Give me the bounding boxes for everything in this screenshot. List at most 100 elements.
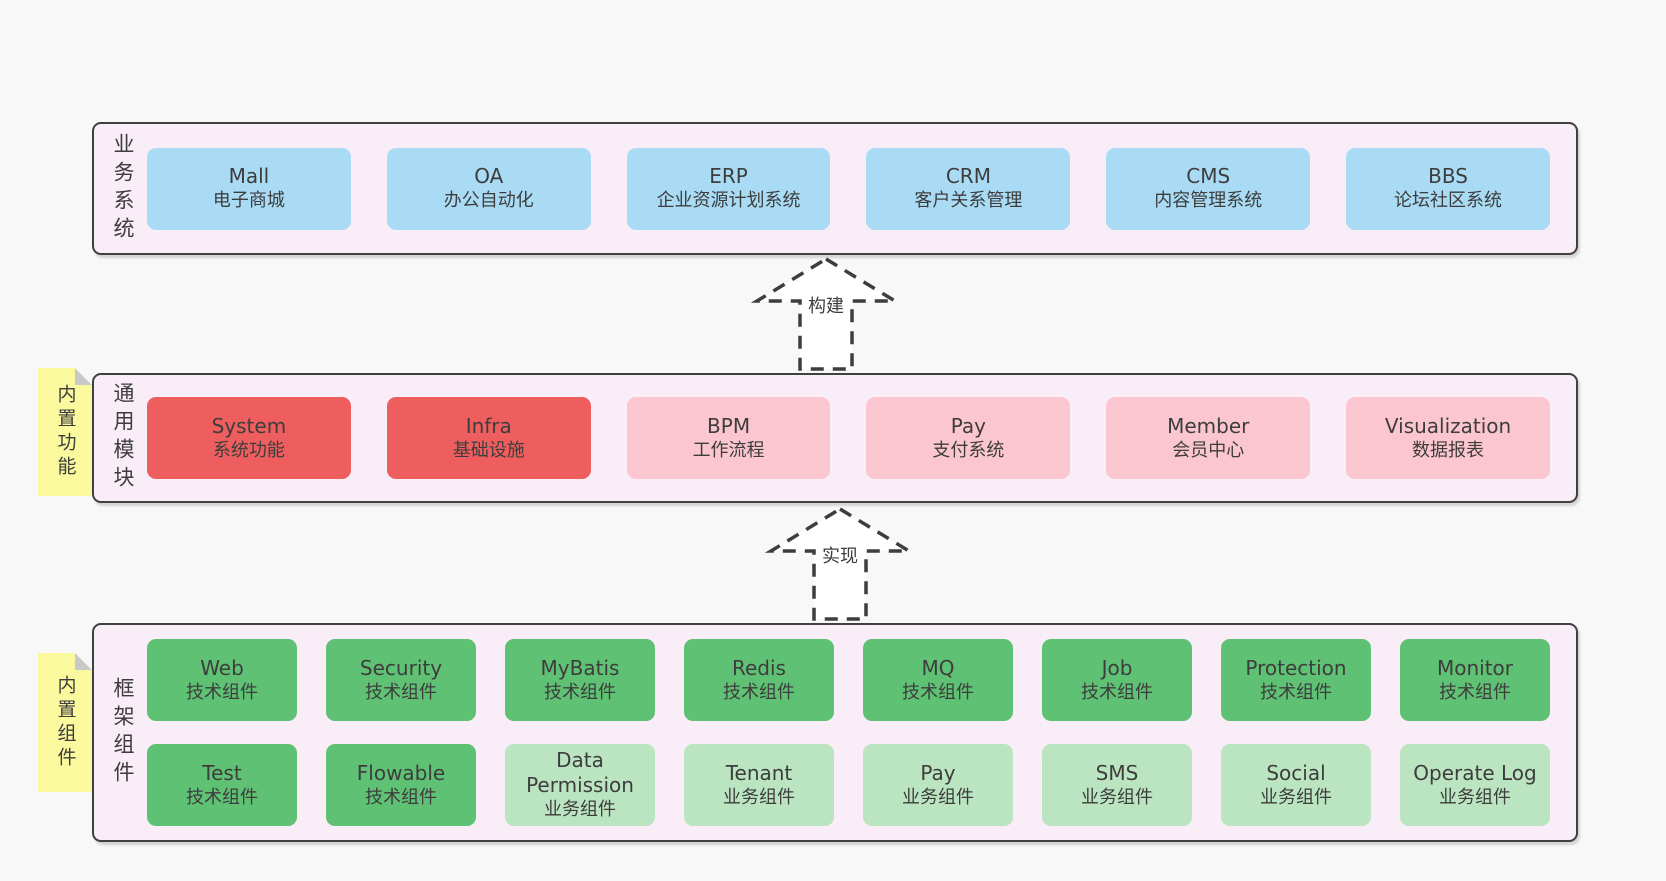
box-title: Member xyxy=(1167,413,1250,438)
arrow-build-label: 构建 xyxy=(805,296,847,318)
box-title: CRM xyxy=(945,164,991,189)
section-label-framework-components: 框架组件 xyxy=(111,676,135,789)
box-subtitle: 技术组件 xyxy=(723,681,795,703)
box-title: Pay xyxy=(920,760,956,785)
box-subtitle: 技术组件 xyxy=(186,786,258,808)
box-subtitle: 技术组件 xyxy=(902,681,974,703)
box-subtitle: 工作流程 xyxy=(692,439,765,461)
box-subtitle: 会员中心 xyxy=(1172,439,1245,461)
box-title: Redis xyxy=(732,655,786,680)
box-title: Operate Log xyxy=(1413,760,1537,785)
box-subtitle: 业务组件 xyxy=(1439,786,1511,808)
box-title: Protection xyxy=(1245,655,1347,680)
box-subtitle: 技术组件 xyxy=(1260,681,1332,703)
box-title: SMS xyxy=(1095,760,1139,785)
box-title: ERP xyxy=(709,164,748,189)
box-subtitle: 技术组件 xyxy=(365,786,437,808)
box-subtitle: 业务组件 xyxy=(1260,786,1332,808)
arrow-implement-label: 实现 xyxy=(819,546,861,568)
arrow-build: 构建 xyxy=(751,255,901,373)
box-title: Job xyxy=(1101,655,1133,680)
box-title: Web xyxy=(200,655,244,680)
box-subtitle: 客户关系管理 xyxy=(914,190,1023,212)
box-subtitle: 支付系统 xyxy=(932,439,1005,461)
note-fold-corner xyxy=(75,368,92,385)
box-subtitle: 技术组件 xyxy=(186,681,258,703)
box-title: Pay xyxy=(950,413,987,438)
section-label-business-systems: 业务系统 xyxy=(111,132,135,245)
box-subtitle: 内容管理系统 xyxy=(1154,190,1263,212)
box-subtitle: 业务组件 xyxy=(1081,786,1153,808)
box-subtitle: 技术组件 xyxy=(544,681,616,703)
box-title: Social xyxy=(1266,760,1326,785)
box-title: Infra xyxy=(465,413,512,438)
box-subtitle: 技术组件 xyxy=(365,681,437,703)
sticky-note-label: 内置组件 xyxy=(54,674,77,771)
arrow-implement: 实现 xyxy=(765,505,915,623)
sticky-note-builtin-features: 内置功能 xyxy=(38,368,92,496)
box-title: MQ xyxy=(921,655,955,680)
box-title: Flowable xyxy=(356,760,446,785)
section-label-common-modules: 通用模块 xyxy=(111,382,135,494)
box-title: Monitor xyxy=(1436,655,1514,680)
box-title: CMS xyxy=(1186,164,1231,189)
box-subtitle: 论坛社区系统 xyxy=(1394,190,1503,212)
box-title: Mall xyxy=(228,164,270,189)
box-subtitle: 业务组件 xyxy=(902,786,974,808)
box-title: Data Permission xyxy=(526,748,634,798)
sticky-note-builtin-components: 内置组件 xyxy=(38,653,92,792)
box-subtitle: 技术组件 xyxy=(1081,681,1153,703)
box-title: Visualization xyxy=(1384,413,1512,438)
box-title: Test xyxy=(202,760,242,785)
box-subtitle: 电子商城 xyxy=(212,190,285,212)
box-subtitle: 业务组件 xyxy=(723,786,795,808)
box-title: MyBatis xyxy=(540,655,620,680)
box-subtitle: 数据报表 xyxy=(1412,439,1485,461)
box-subtitle: 系统功能 xyxy=(212,439,285,461)
box-title: Security xyxy=(359,655,443,680)
box-subtitle: 技术组件 xyxy=(1439,681,1511,703)
box-title: BPM xyxy=(707,413,751,438)
box-subtitle: 企业资源计划系统 xyxy=(656,190,801,212)
box-title: OA xyxy=(474,164,504,189)
box-title: System xyxy=(211,413,287,438)
box-subtitle: 办公自动化 xyxy=(443,190,534,212)
note-fold-corner xyxy=(75,653,92,670)
